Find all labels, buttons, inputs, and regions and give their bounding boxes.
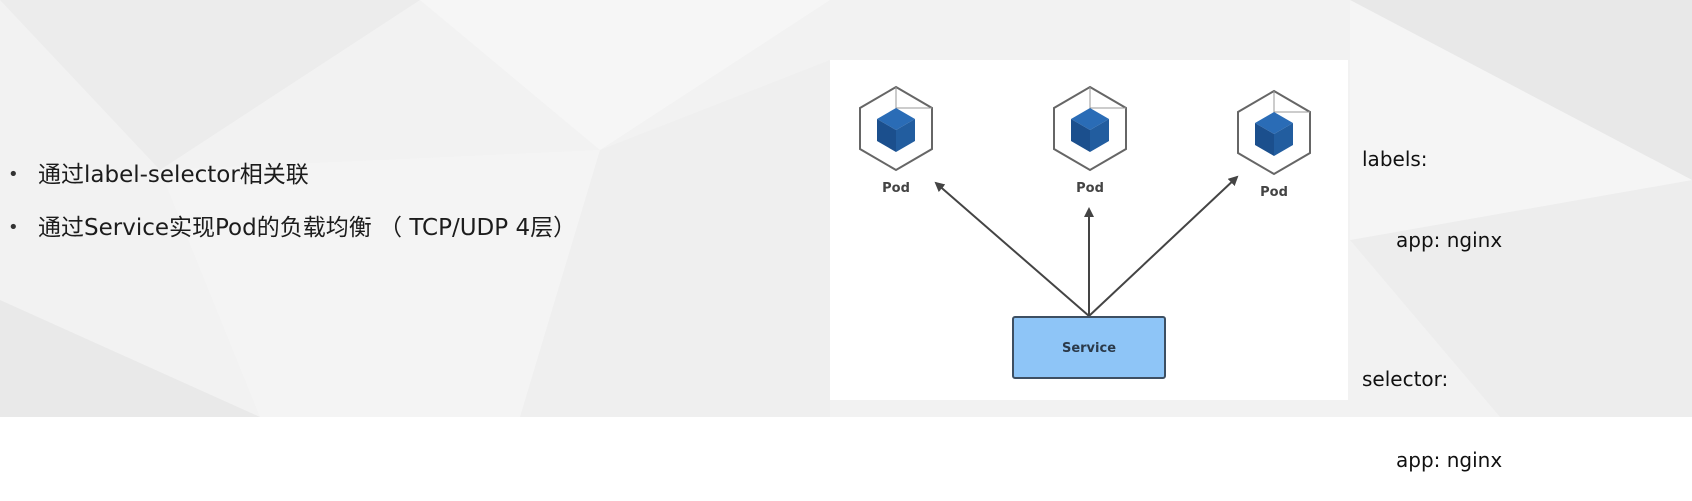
service-box: Service [1012,316,1166,379]
pod-cube-icon [1053,85,1127,172]
arrow-service-to-pod-1 [934,181,1090,317]
diagram-canvas: Pod Pod Pod [859,85,1311,379]
arrow-service-to-pod-3 [1088,175,1239,317]
bullet-item: • 通过label-selector相关联 [8,160,576,190]
labels-yaml: labels: app: nginx [1362,92,1502,281]
pod-cube-icon [859,85,933,172]
bullet-item: • 通过Service实现Pod的负载均衡 （ TCP/UDP 4层） [8,213,576,243]
bullet-dot-icon: • [8,164,19,185]
bullet-text: 通过Service实现Pod的负载均衡 （ TCP/UDP 4层） [38,215,577,241]
labels-value: app: nginx [1396,228,1503,252]
selector-yaml: selector: app: nginx [1362,312,1502,501]
service-diagram: Pod Pod Pod [830,60,1348,400]
selector-value: app: nginx [1396,448,1503,472]
pod-2: Pod [1053,85,1127,196]
labels-key: labels: [1362,147,1428,171]
bullet-dot-icon: • [8,217,19,238]
pod-label: Pod [1076,181,1104,196]
pod-cube-icon [1237,89,1311,176]
selector-key: selector: [1362,367,1449,391]
bullet-text: 通过label-selector相关联 [38,162,309,188]
pod-1: Pod [859,85,933,196]
pod-label: Pod [1260,185,1288,200]
service-label: Service [1062,341,1116,356]
pod-label: Pod [882,181,910,196]
pod-3: Pod [1237,89,1311,200]
bullet-list: • 通过label-selector相关联 • 通过Service实现Pod的负… [8,160,576,266]
